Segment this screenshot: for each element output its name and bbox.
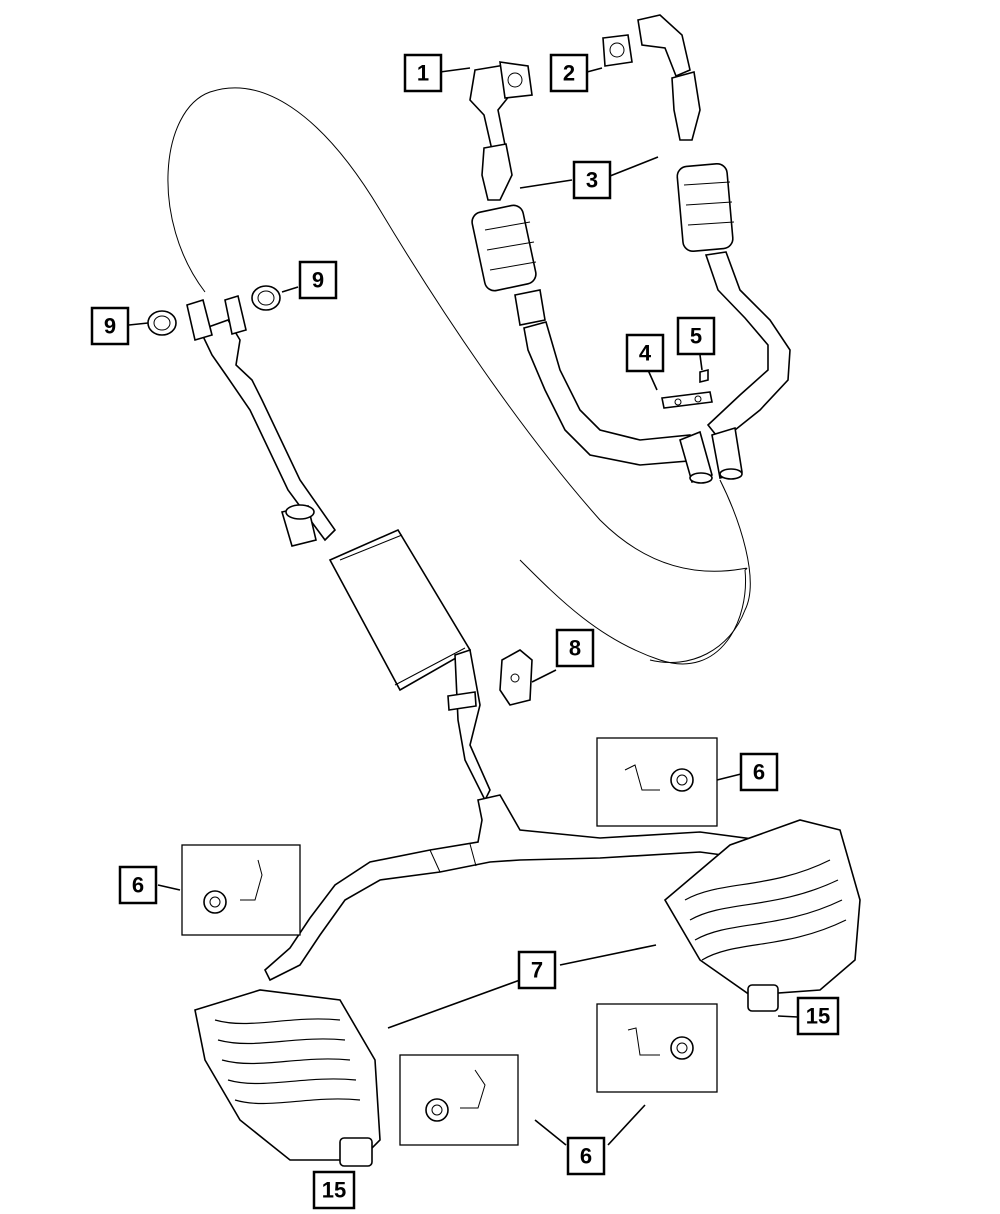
- callout-1-label: 1: [417, 61, 429, 86]
- callout-6-bottom-label: 6: [580, 1144, 592, 1169]
- leader-lines: [128, 67, 799, 1146]
- isolator-detail-bottom-center: [399, 1054, 519, 1146]
- callout-2-label: 2: [563, 61, 575, 86]
- callout-3: 3: [572, 160, 612, 200]
- intermediate-pipe: [186, 294, 337, 547]
- gasket-left: [499, 61, 533, 99]
- callout-9-right-label: 9: [312, 268, 324, 293]
- callout-7: 7: [517, 950, 557, 990]
- isolator-detail-bottom-right: [596, 1003, 718, 1093]
- callout-15-right: 15: [796, 996, 840, 1036]
- rear-left-muffler: [194, 989, 381, 1167]
- gasket-right: [602, 34, 633, 67]
- callout-15-right-label: 15: [806, 1004, 830, 1029]
- callout-7-label: 7: [531, 958, 543, 983]
- callout-9-left-label: 9: [104, 314, 116, 339]
- callout-9-right: 9: [298, 260, 338, 300]
- bracket-part: [661, 391, 713, 409]
- callout-4: 4: [625, 333, 665, 373]
- assembly-loop-outline: [167, 87, 748, 665]
- y-pipe-outlets: [679, 426, 743, 484]
- callout-6-top-right-label: 6: [753, 760, 765, 785]
- assembly-loop-outline-right: [649, 479, 751, 664]
- callout-2: 2: [549, 53, 589, 93]
- callout-15-bottom-label: 15: [322, 1178, 346, 1203]
- hanger-bracket: [499, 649, 533, 706]
- callout-9-left: 9: [90, 306, 130, 346]
- muffler: [328, 528, 491, 802]
- callout-15-bottom: 15: [312, 1170, 356, 1210]
- isolator-detail-top-right: [596, 737, 718, 827]
- callout-1: 1: [403, 53, 443, 93]
- callout-6-top-right: 6: [739, 752, 779, 792]
- clamp-left: [147, 310, 177, 336]
- callout-6-left-label: 6: [132, 873, 144, 898]
- rear-right-muffler: [663, 819, 861, 1012]
- left-downpipe-catalytic-converter: [469, 64, 702, 466]
- callout-5: 5: [676, 316, 716, 356]
- clamp-right: [251, 285, 281, 311]
- callout-8: 8: [555, 628, 595, 668]
- right-downpipe-catalytic-converter: [637, 14, 791, 442]
- callout-8-label: 8: [569, 636, 581, 661]
- isolator-detail-left: [181, 844, 301, 936]
- callout-6-bottom: 6: [566, 1136, 606, 1176]
- callout-5-label: 5: [690, 324, 702, 349]
- rear-y-pipe: [264, 794, 761, 982]
- fastener-part: [699, 368, 709, 384]
- callout-6-left: 6: [118, 865, 158, 905]
- callout-4-label: 4: [639, 341, 652, 366]
- callout-3-label: 3: [586, 168, 598, 193]
